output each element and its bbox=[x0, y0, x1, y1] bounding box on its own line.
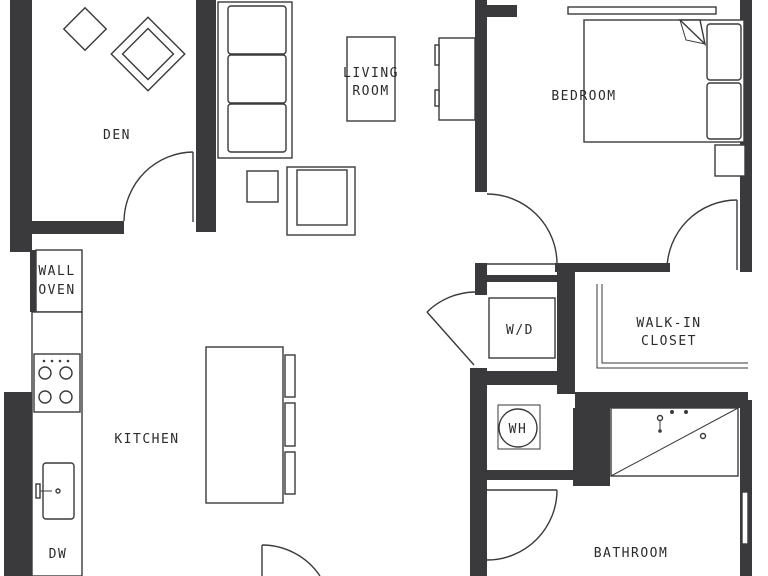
walk-in-closet-label-line2: CLOSET bbox=[641, 334, 697, 349]
wall-oven bbox=[35, 249, 83, 313]
living-room-furniture bbox=[217, 1, 476, 236]
kitchen-sink bbox=[35, 462, 75, 520]
bedroom-label: BEDROOM bbox=[551, 89, 616, 104]
left-exterior-wall bbox=[4, 392, 32, 576]
closet-shelving bbox=[596, 284, 748, 369]
wall-oven-housing bbox=[30, 250, 36, 312]
water-heater-box bbox=[497, 404, 541, 450]
wall-oven-label-line2: OVEN bbox=[38, 283, 75, 298]
kitchen-fixtures bbox=[31, 249, 296, 576]
bathroom-fixtures bbox=[610, 407, 749, 545]
bar-stool bbox=[284, 402, 296, 447]
wall-oven-label-line1: WALL bbox=[38, 264, 75, 279]
bathroom-door bbox=[486, 489, 558, 561]
sofa bbox=[217, 1, 293, 159]
den-side-table bbox=[62, 6, 108, 52]
water-heater-bottom-wall bbox=[487, 470, 573, 480]
kitchen-island bbox=[205, 346, 284, 504]
walls bbox=[4, 0, 752, 576]
cooktop bbox=[33, 353, 81, 413]
closet-bottom-wall bbox=[575, 392, 748, 408]
coffee-table bbox=[346, 36, 396, 122]
living-room-label-line2: ROOM bbox=[352, 84, 389, 99]
laundry-door bbox=[426, 291, 476, 366]
living-armchair bbox=[286, 166, 356, 236]
nightstand bbox=[714, 144, 746, 177]
entry-door bbox=[261, 544, 321, 576]
bathroom-label: BATHROOM bbox=[594, 546, 669, 561]
shower-left-wall bbox=[573, 408, 610, 486]
walk-in-closet-label-line1: WALK-IN bbox=[636, 316, 701, 331]
living-side-table bbox=[246, 170, 279, 203]
bathroom-right-wall bbox=[740, 400, 752, 576]
doors bbox=[123, 151, 738, 576]
core-left-wall bbox=[475, 263, 487, 295]
living-room-label-line1: LIVING bbox=[343, 66, 399, 81]
washer-dryer bbox=[488, 297, 556, 359]
closet-door bbox=[666, 199, 738, 271]
bedroom-door bbox=[486, 193, 558, 265]
closet-left-wall bbox=[557, 272, 575, 394]
den-armchair bbox=[110, 16, 186, 92]
kitchen-counter bbox=[31, 311, 83, 576]
bed bbox=[583, 19, 745, 143]
den-bottom-wall bbox=[30, 221, 124, 234]
den-furniture bbox=[62, 6, 186, 92]
utility-fixtures bbox=[488, 284, 748, 450]
top-wall-segment bbox=[475, 5, 517, 17]
dishwasher-label: DW bbox=[49, 547, 68, 562]
water-heater-label: WH bbox=[509, 422, 528, 437]
room-labels: DEN LIVING ROOM BEDROOM WALL OVEN W/D WA… bbox=[38, 66, 701, 562]
shower bbox=[610, 407, 739, 477]
washer-dryer-label: W/D bbox=[506, 323, 534, 338]
core-wall-middle bbox=[470, 368, 487, 488]
core-top-wall bbox=[487, 275, 557, 282]
den-right-wall bbox=[196, 0, 216, 232]
bar-stool bbox=[284, 354, 296, 398]
den-left-wall bbox=[10, 0, 32, 252]
bathroom-left-wall bbox=[470, 488, 487, 576]
bathroom-vanity bbox=[741, 491, 749, 545]
dresser bbox=[567, 6, 717, 15]
bar-stool bbox=[284, 451, 296, 495]
bedroom-left-wall bbox=[475, 0, 487, 192]
den-label: DEN bbox=[103, 128, 131, 143]
kitchen-label: KITCHEN bbox=[114, 432, 179, 447]
bedroom-bottom-wall bbox=[555, 263, 670, 272]
laundry-bottom-wall bbox=[487, 371, 559, 385]
water-heater bbox=[498, 408, 538, 448]
tv-console bbox=[434, 37, 476, 121]
den-door bbox=[123, 151, 194, 222]
bedroom-furniture bbox=[567, 6, 746, 177]
